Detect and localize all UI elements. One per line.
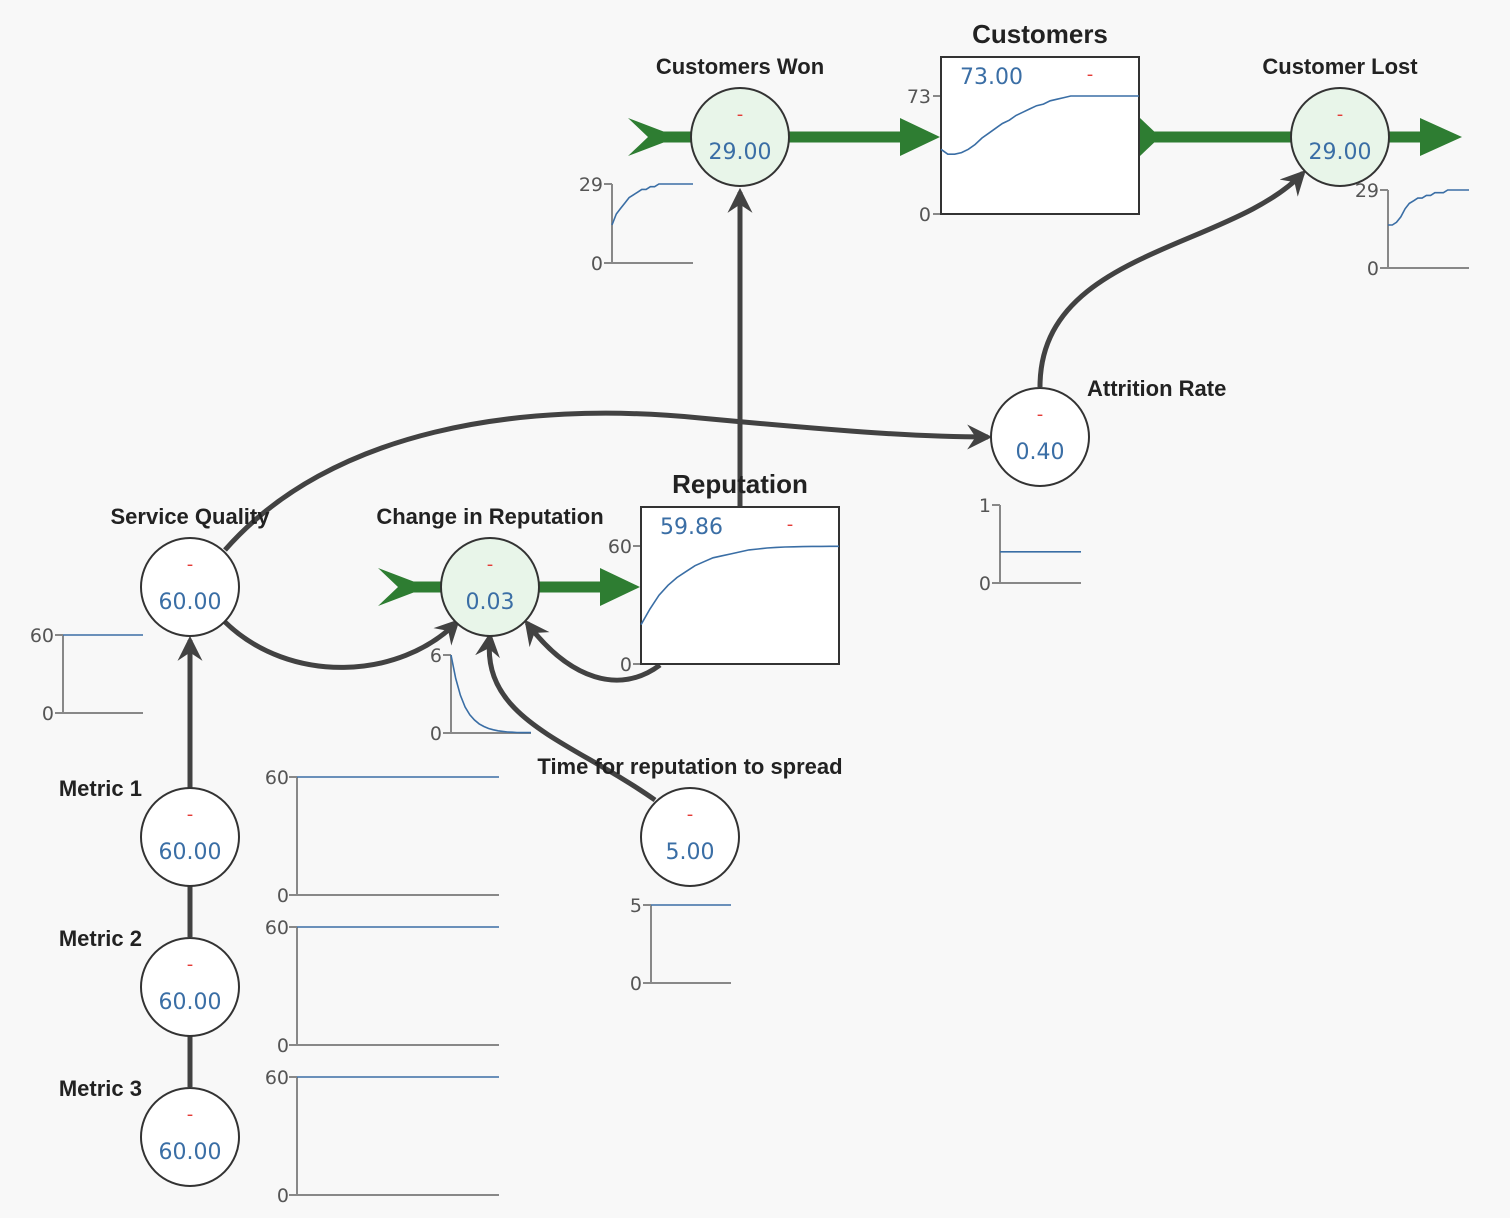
customer-lost-label: Customer Lost [1262,54,1418,79]
link-reputation-to-change [524,619,662,683]
customers-won-status: - [737,104,744,125]
axis-metric2 [296,927,499,1046]
customers-ymin: 0 [919,204,931,226]
sparkline-customers [940,95,1139,155]
attrition-rate-label: Attrition Rate [1087,376,1226,401]
variable-metric2[interactable]: - 60.00 Metric 2 [59,926,240,1037]
customers-ymax: 73 [907,86,931,108]
attrition-rate-ymax: 1 [979,495,991,517]
sparkline-change-in-reputation [450,654,531,734]
change-in-reputation-value: 0.03 [466,590,515,615]
attrition-rate-ymin: 0 [979,573,991,595]
service-quality-ymax: 60 [30,625,54,647]
attrition-rate-value: 0.40 [1016,440,1065,465]
axis-time-for-reputation [650,905,731,984]
metric2-status: - [187,954,194,975]
time-for-reputation-value: 5.00 [666,840,715,865]
sparkline-customers-won [611,183,693,226]
metric1-status: - [187,804,194,825]
reputation-ymin: 0 [620,654,632,676]
service-quality-status: - [187,554,194,575]
customers-won-ymin: 0 [591,253,603,275]
axis-metric1 [296,777,499,896]
metric3-value: 60.00 [159,1140,222,1165]
change-in-reputation-ymax: 6 [430,645,442,667]
customers-label: Customers [972,19,1108,49]
time-for-reputation-label: Time for reputation to spread [537,754,842,779]
stock-reputation[interactable]: Reputation 59.86 - 60 0 [608,469,840,676]
variable-metric3[interactable]: - 60.00 Metric 3 [59,1076,240,1187]
customers-won-label: Customers Won [656,54,824,79]
link-service-quality-to-attrition [223,410,993,552]
flow-node-change-in-reputation[interactable]: - 0.03 Change in Reputation [376,504,604,637]
reputation-status: - [787,514,794,535]
service-quality-label: Service Quality [111,504,271,529]
customer-lost-status: - [1337,104,1344,125]
metric1-label: Metric 1 [59,776,142,801]
axis-customer-lost [1387,190,1469,269]
customer-lost-ymax: 29 [1355,180,1379,202]
time-for-reputation-ymax: 5 [630,895,642,917]
axis-attrition-rate [999,505,1081,584]
customers-value: 73.00 [960,65,1023,90]
metric3-ymax: 60 [265,1067,289,1089]
variable-metric1[interactable]: - 60.00 Metric 1 [59,776,240,887]
metric1-ymin: 0 [277,885,289,907]
variable-time-for-reputation[interactable]: - 5.00 Time for reputation to spread [537,754,843,887]
customers-won-ymax: 29 [579,174,603,196]
customer-lost-ymin: 0 [1367,258,1379,280]
variable-attrition-rate[interactable]: - 0.40 Attrition Rate [990,376,1226,487]
reputation-value: 59.86 [660,515,723,540]
variable-service-quality[interactable]: - 60.00 Service Quality [111,504,271,637]
reputation-label: Reputation [672,469,808,499]
metric2-value: 60.00 [159,990,222,1015]
metric1-ymax: 60 [265,767,289,789]
axis-service-quality [62,635,143,714]
attrition-rate-status: - [1037,404,1044,425]
time-for-reputation-status: - [687,804,694,825]
sparkline-customer-lost [1388,189,1469,226]
axis-customers-won [611,184,693,264]
service-quality-ymin: 0 [42,703,54,725]
link-time-to-change [475,631,657,803]
metric2-ymin: 0 [277,1035,289,1057]
metric1-value: 60.00 [159,840,222,865]
metric3-label: Metric 3 [59,1076,142,1101]
service-quality-value: 60.00 [159,590,222,615]
time-for-reputation-ymin: 0 [630,973,642,995]
metric2-ymax: 60 [265,917,289,939]
metric2-label: Metric 2 [59,926,142,951]
change-in-reputation-label: Change in Reputation [376,504,603,529]
link-service-quality-to-change [223,619,460,670]
stock-customers[interactable]: Customers 73.00 - 73 0 [907,19,1140,226]
sparkline-reputation [640,545,839,626]
flow-node-customer-lost[interactable]: - 29.00 Customer Lost [1262,54,1418,187]
change-in-reputation-ymin: 0 [430,723,442,745]
flow-node-customers-won[interactable]: - 29.00 Customers Won [656,54,824,187]
axis-metric3 [296,1077,499,1196]
customers-won-value: 29.00 [709,140,772,165]
metric3-status: - [187,1104,194,1125]
customers-status: - [1087,64,1094,85]
link-attrition-to-customer-lost [1037,169,1306,388]
customer-lost-value: 29.00 [1309,140,1372,165]
change-in-reputation-status: - [487,554,494,575]
reputation-ymax: 60 [608,536,632,558]
metric3-ymin: 0 [277,1185,289,1207]
